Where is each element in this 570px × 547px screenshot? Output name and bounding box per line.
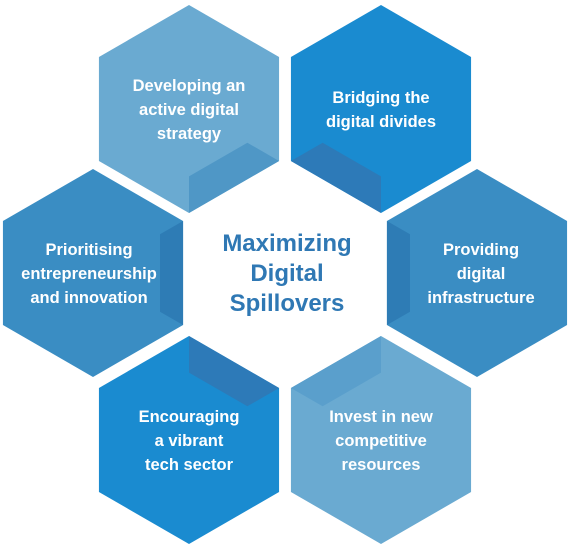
hexagon-label-line: infrastructure bbox=[427, 289, 534, 307]
hexagon-label-line: Providing bbox=[443, 241, 519, 259]
hexagon-label-line: Prioritising bbox=[45, 241, 132, 259]
hexagon-label: Encouraging a vibrant tech sector bbox=[139, 408, 240, 474]
hexagon-label-line: entrepreneurship bbox=[21, 265, 157, 283]
hexagon-bridging-divides: Bridging the digital divides bbox=[290, 5, 472, 213]
hexagon-label-line: resources bbox=[342, 456, 421, 474]
hexagon-fold bbox=[160, 221, 184, 325]
hexagon-label: Prioritising entrepreneurship and innovati… bbox=[21, 241, 157, 307]
hexagon-encouraging-tech: Encouraging a vibrant tech sector bbox=[98, 336, 280, 544]
hexagon-fold bbox=[290, 142, 381, 213]
hexagon-label: Developing an active digital strategy bbox=[133, 77, 246, 143]
hexagon-label-line: Encouraging bbox=[139, 408, 240, 426]
hexagon-fold bbox=[189, 142, 280, 213]
hexagon-developing-strategy: Developing an active digital strategy bbox=[98, 5, 280, 213]
hexagon-fold bbox=[189, 336, 280, 407]
hexagon-label-line: tech sector bbox=[145, 456, 234, 474]
center-title-line: Spillovers bbox=[230, 290, 345, 317]
hexagon-label-line: Invest in new bbox=[329, 408, 433, 426]
hexagon-fold bbox=[290, 336, 381, 407]
hexagon-label-line: strategy bbox=[157, 125, 222, 143]
center-title-line: Maximizing bbox=[222, 230, 351, 257]
hexagon-label: Invest in new competitive resources bbox=[329, 408, 433, 474]
hexagon-label-line: competitive bbox=[335, 432, 427, 450]
hexagon-label: Bridging the digital divides bbox=[326, 89, 436, 131]
hexagon-label-line: active digital bbox=[139, 101, 239, 119]
hexagon-label-line: Developing an bbox=[133, 77, 246, 95]
hexagon-prioritising-innovation: Prioritising entrepreneurship and innovati… bbox=[2, 169, 184, 377]
hexagon-label: Providing digital infrastructure bbox=[427, 241, 534, 307]
hexagon-label-line: digital divides bbox=[326, 113, 436, 131]
hexagon-label-line: and innovation bbox=[30, 289, 147, 307]
hexagon-invest-resources: Invest in new competitive resources bbox=[290, 336, 472, 544]
hexagon-label-line: Bridging the bbox=[332, 89, 429, 107]
hexagon-shape bbox=[386, 169, 568, 377]
hexagon-shape bbox=[2, 169, 184, 377]
hexagon-fold bbox=[386, 221, 410, 325]
hexagon-providing-infrastructure: Providing digital infrastructure bbox=[386, 169, 568, 377]
hexagon-label-line: digital bbox=[457, 265, 506, 283]
hexagon-label-line: a vibrant bbox=[155, 432, 224, 450]
center-title-line: Digital bbox=[250, 260, 323, 287]
